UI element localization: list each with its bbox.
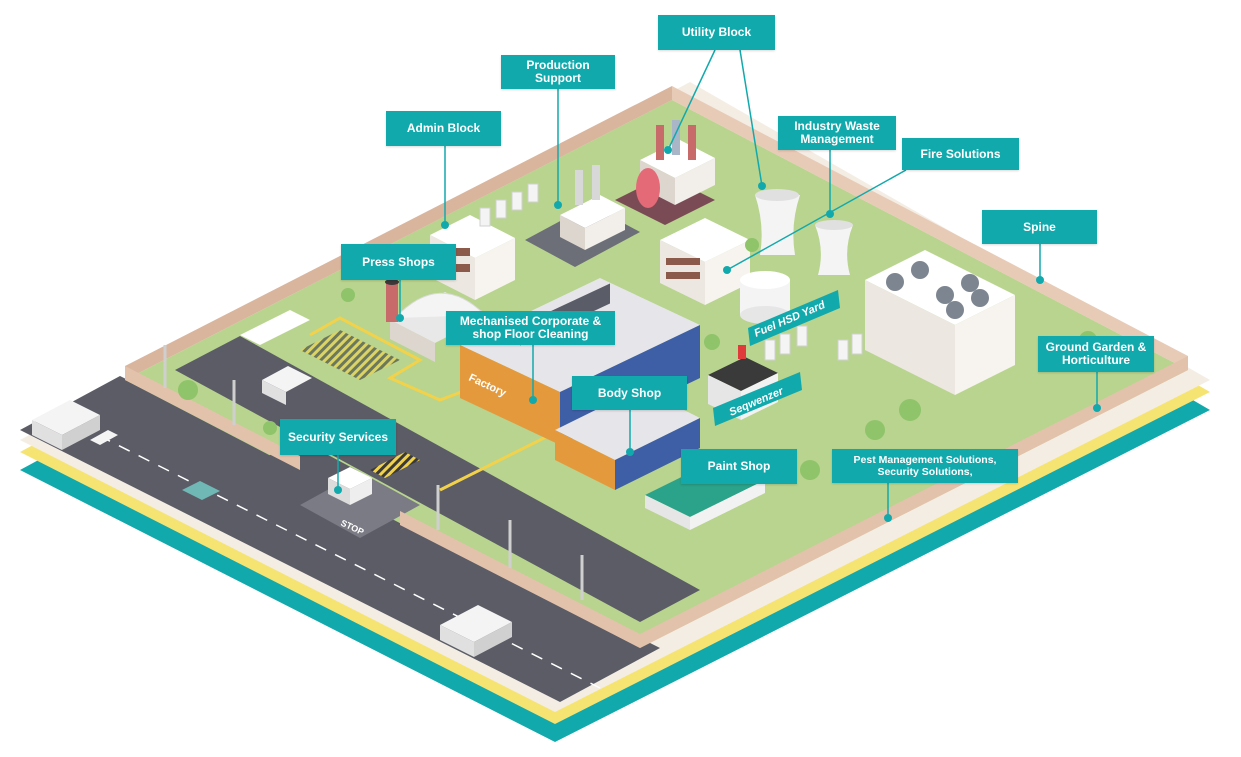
callout-dots bbox=[334, 146, 1101, 522]
entrance-road bbox=[240, 440, 360, 505]
fuel-tank bbox=[740, 271, 790, 324]
spine-building bbox=[865, 250, 1015, 395]
street-lamps bbox=[163, 345, 584, 600]
loading-docks bbox=[240, 310, 400, 380]
label-spine[interactable]: Spine bbox=[982, 210, 1097, 244]
inner-road bbox=[175, 336, 700, 622]
label-security-services[interactable]: Security Services bbox=[280, 419, 396, 455]
truck-inner bbox=[262, 366, 312, 405]
label-utility-block[interactable]: Utility Block bbox=[658, 15, 775, 50]
car bbox=[182, 481, 220, 500]
label-pest-management-security[interactable]: Pest Management Solutions, Security Solu… bbox=[832, 449, 1018, 483]
production-support-building bbox=[525, 165, 640, 267]
label-production-support[interactable]: Production Support bbox=[501, 55, 615, 89]
label-press-shops[interactable]: Press Shops bbox=[341, 244, 456, 280]
office-building bbox=[660, 218, 750, 305]
cooling-towers bbox=[755, 189, 853, 275]
boundary-walls bbox=[125, 86, 1188, 648]
storage-tanks bbox=[479, 183, 863, 361]
label-industry-waste-management[interactable]: Industry Waste Management bbox=[778, 116, 896, 150]
truck-left bbox=[32, 400, 118, 450]
label-admin-block[interactable]: Admin Block bbox=[386, 111, 501, 146]
label-mechanised-cleaning[interactable]: Mechanised Corporate & shop Floor Cleani… bbox=[446, 311, 615, 345]
callout-lines bbox=[337, 49, 1098, 518]
label-paint-shop[interactable]: Paint Shop bbox=[681, 449, 797, 484]
walkway bbox=[309, 316, 521, 402]
label-fire-solutions[interactable]: Fire Solutions bbox=[902, 138, 1019, 170]
label-body-shop[interactable]: Body Shop bbox=[572, 376, 687, 410]
utility-block-building bbox=[615, 120, 715, 225]
truck-bottom bbox=[440, 605, 512, 657]
label-ground-garden-horticulture[interactable]: Ground Garden & Horticulture bbox=[1038, 336, 1154, 372]
